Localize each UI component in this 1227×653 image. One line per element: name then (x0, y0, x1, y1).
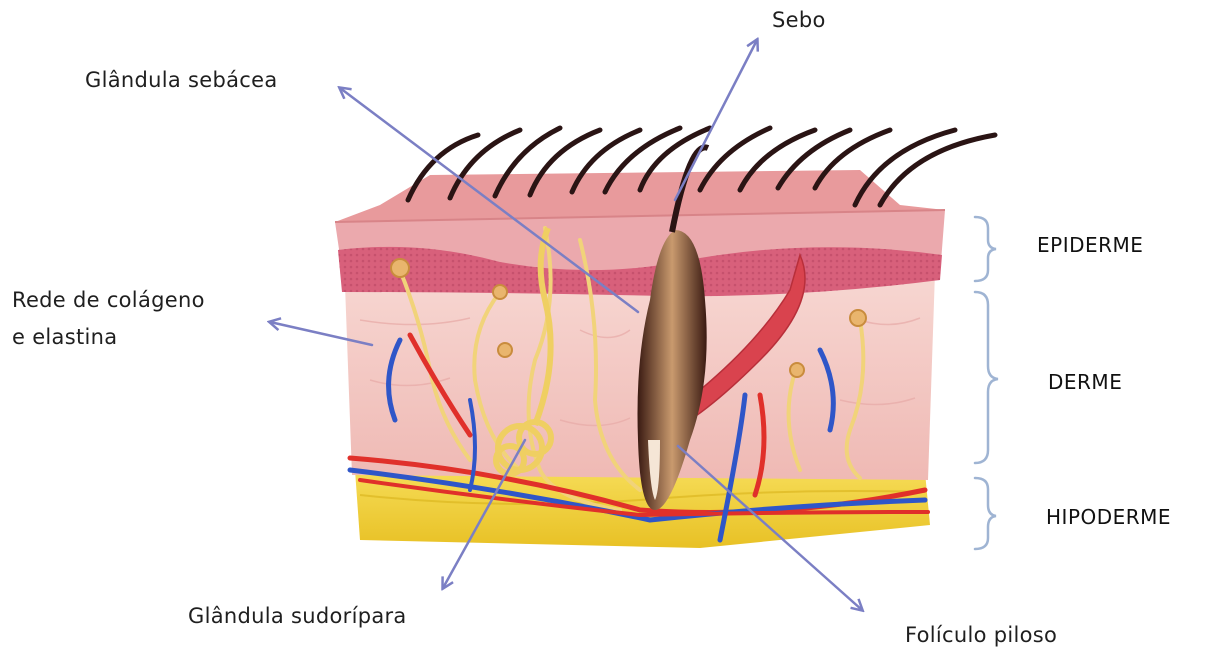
label-hipoderme: HIPODERME (1046, 505, 1171, 529)
skin-block-illustration (335, 128, 995, 548)
label-rede-line2: e elastina (12, 319, 205, 356)
layer-brackets (975, 217, 998, 549)
label-rede-line1: Rede de colágeno (12, 282, 205, 319)
label-glandula-sudoripara: Glândula sudorípara (188, 604, 407, 628)
label-rede-colageno: Rede de colágeno e elastina (12, 282, 205, 356)
hipoderme-bracket (975, 478, 996, 549)
label-derme: DERME (1048, 370, 1122, 394)
derme-bracket (975, 292, 998, 463)
label-epiderme: EPIDERME (1037, 233, 1143, 257)
label-glandula-sebacea: Glândula sebácea (85, 68, 278, 92)
epiderme-bracket (975, 217, 996, 281)
label-sebo: Sebo (772, 8, 826, 32)
label-foliculo-piloso: Folículo piloso (905, 623, 1057, 647)
